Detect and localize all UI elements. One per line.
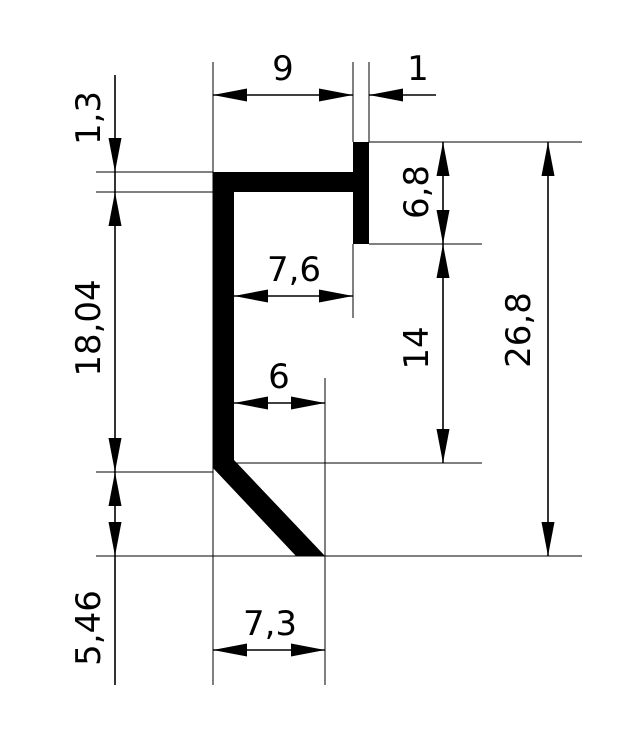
dim-bottom-height: 5,46 bbox=[69, 590, 109, 666]
extension-lines bbox=[96, 62, 582, 685]
dim-total-height: 26,8 bbox=[499, 292, 539, 368]
dim-bottom-width: 7,3 bbox=[243, 604, 297, 644]
dim-lip-height: 6,8 bbox=[397, 165, 437, 219]
dimension-labels: 9 1 7,6 6 7,3 1,3 18,04 5,46 6,8 14 26,8 bbox=[69, 49, 539, 666]
profile-shape bbox=[213, 142, 369, 556]
dimension-lines bbox=[108, 75, 555, 685]
dim-top-thickness: 1,3 bbox=[69, 91, 109, 145]
dim-inner-width-upper: 7,6 bbox=[267, 250, 321, 290]
dim-top-width: 9 bbox=[272, 49, 294, 89]
dim-vertical-mid: 14 bbox=[397, 326, 437, 369]
dim-lip-thickness: 1 bbox=[407, 49, 429, 89]
dim-web-height: 18,04 bbox=[69, 279, 109, 376]
dim-inner-width-lower: 6 bbox=[268, 357, 290, 397]
